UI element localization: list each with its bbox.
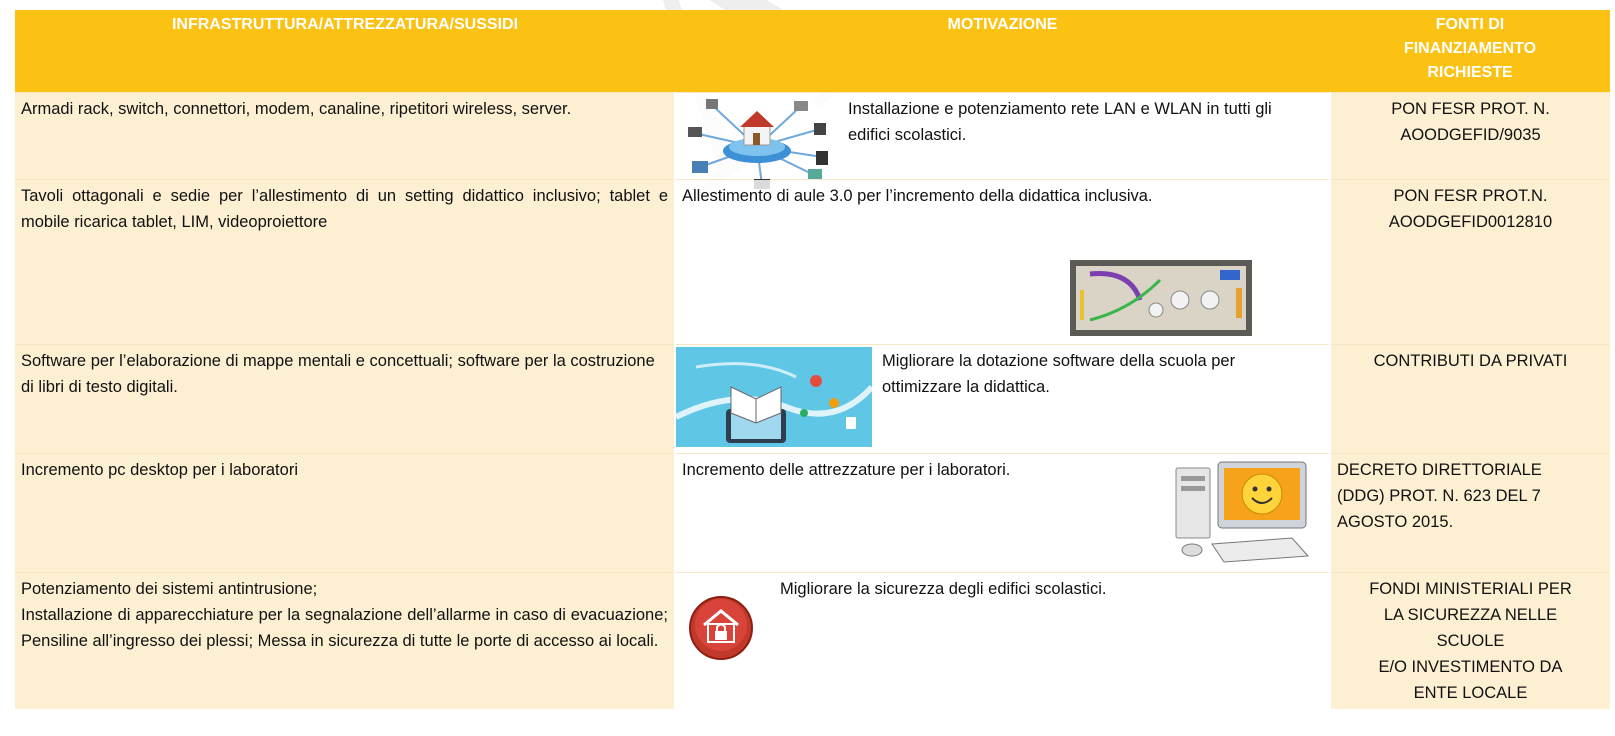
reason-text: Migliorare la sicurezza degli edifici sc…: [780, 580, 1107, 598]
item-cell: Potenziamento dei sistemi antintrusione;…: [15, 572, 676, 709]
reason-cell: Incremento delle attrezzature per i labo…: [675, 453, 1331, 573]
reason-cell: Migliorare la dotazione software della s…: [675, 344, 1331, 454]
reason-cell: Allestimento di aule 3.0 per l’increment…: [675, 179, 1331, 345]
reason-text: Incremento delle attrezzature per i labo…: [682, 461, 1011, 479]
header-row: INFRASTRUTTURA/ATTREZZATURA/SUSSIDI MOTI…: [15, 10, 1610, 93]
desktop-computer-icon: [1175, 461, 1310, 563]
reason-cell: Installazione e potenziamento rete LAN e…: [675, 92, 1331, 189]
header-funding: FONTI DI FINANZIAMENTO RICHIESTE: [1330, 10, 1610, 93]
table-row: Armadi rack, switch, connettori, modem, …: [15, 92, 1610, 189]
item-cell: Armadi rack, switch, connettori, modem, …: [15, 92, 676, 180]
header-infrastructure: INFRASTRUTTURA/ATTREZZATURA/SUSSIDI: [15, 10, 675, 93]
table-row: Incremento pc desktop per i laboratori I…: [15, 453, 1610, 573]
reason-text: Installazione e potenziamento rete LAN e…: [848, 100, 1272, 144]
table-row: Software per l’elaborazione di mappe men…: [15, 344, 1610, 454]
funding-cell: CONTRIBUTI DA PRIVATI: [1330, 344, 1610, 454]
reason-text: Migliorare la dotazione software della s…: [882, 352, 1236, 396]
reason-text: Allestimento di aule 3.0 per l’increment…: [682, 187, 1153, 205]
funding-cell: FONDI MINISTERIALI PER LA SICUREZZA NELL…: [1330, 572, 1610, 709]
network-house-icon: [688, 99, 828, 189]
item-cell: Incremento pc desktop per i laboratori: [15, 453, 676, 573]
funding-cell: DECRETO DIRETTORIALE (DDG) PROT. N. 623 …: [1330, 453, 1610, 573]
classroom-plan-icon: [1070, 260, 1252, 336]
table-row: Tavoli ottagonali e sedie per l’allestim…: [15, 179, 1610, 345]
reason-cell: Migliorare la sicurezza degli edifici sc…: [675, 572, 1331, 709]
header-motivation: MOTIVAZIONE: [675, 10, 1330, 93]
funding-cell: PON FESR PROT. N. AOODGEFID/9035: [1330, 92, 1610, 180]
item-cell: Software per l’elaborazione di mappe men…: [15, 344, 676, 454]
infrastructure-table: INFRASTRUTTURA/ATTREZZATURA/SUSSIDI MOTI…: [15, 10, 1610, 709]
digital-book-icon: [676, 347, 872, 447]
table-row: Potenziamento dei sistemi antintrusione;…: [15, 572, 1610, 709]
funding-cell: PON FESR PROT.N. AOODGEFID0012810: [1330, 179, 1610, 345]
security-lock-icon: [689, 596, 753, 660]
item-cell: Tavoli ottagonali e sedie per l’allestim…: [15, 179, 676, 345]
